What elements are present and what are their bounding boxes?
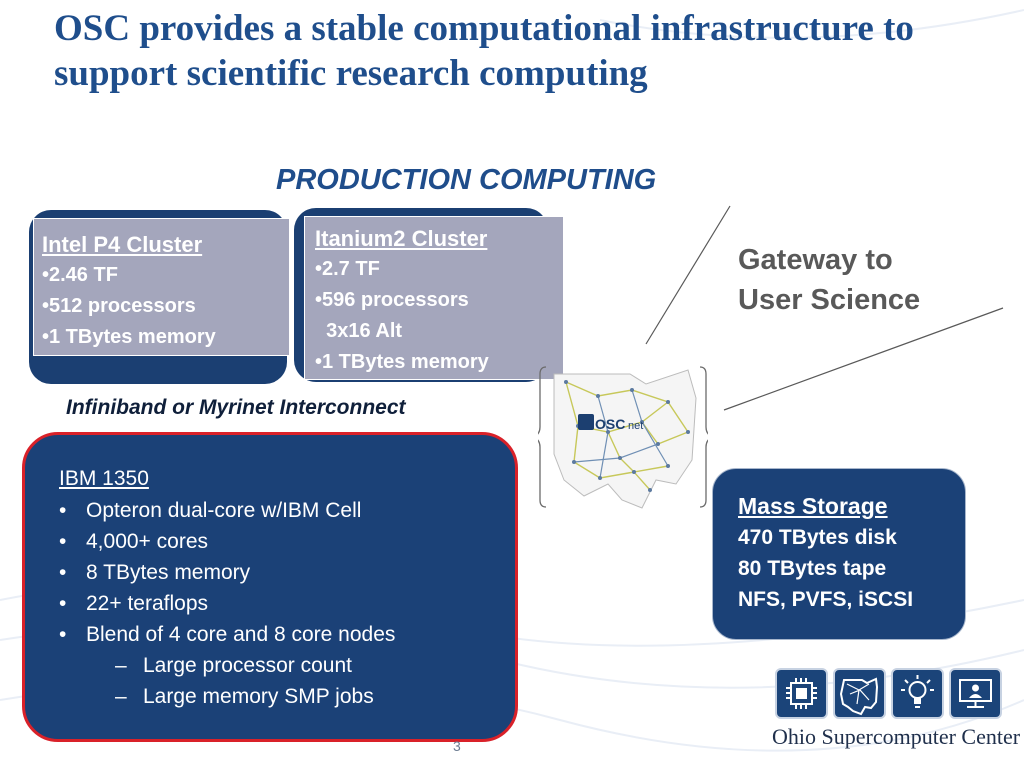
itanium-cluster-heading: Itanium2 Cluster xyxy=(315,226,488,251)
gateway-line-1: Gateway to xyxy=(738,244,893,276)
ibm-spec-subitem: –Large processor count xyxy=(115,654,352,677)
monitor-icon xyxy=(949,668,1002,719)
ohio-network-icon xyxy=(833,668,886,719)
mass-storage-heading: Mass Storage xyxy=(738,493,888,519)
ibm-spec-item: •22+ teraflops xyxy=(59,592,209,615)
gateway-line-2: User Science xyxy=(738,284,921,316)
itanium-cluster-line: •596 processors xyxy=(315,289,469,311)
osc-org-name: Ohio Supercomputer Center xyxy=(772,724,1021,749)
ibm-spec-subitem: –Large memory SMP jobs xyxy=(115,685,374,708)
ibm-cluster-panel: IBM 1350 •Opteron dual-core w/IBM Cell •… xyxy=(22,432,518,742)
ibm-spec-item: •4,000+ cores xyxy=(59,530,209,553)
mass-storage-line: 80 TBytes tape xyxy=(738,557,887,580)
ibm-cluster-heading: IBM 1350 xyxy=(59,467,149,490)
mass-storage-line: 470 TBytes disk xyxy=(738,526,897,549)
ohio-network-map: OSC net xyxy=(538,366,708,509)
ibm-spec-item: •Opteron dual-core w/IBM Cell xyxy=(59,499,362,522)
intel-cluster-line: •1 TBytes memory xyxy=(42,326,216,348)
itanium-cluster-line: •1 TBytes memory xyxy=(315,351,489,373)
ibm-spec-item: •8 TBytes memory xyxy=(59,561,251,584)
oscnet-logo-sub: net xyxy=(628,420,643,432)
oscnet-logo-mark xyxy=(578,414,594,430)
gateway-label: Gateway to User Science xyxy=(738,240,920,320)
chip-icon xyxy=(775,668,828,719)
slide-title: OSC provides a stable computational infr… xyxy=(54,8,914,94)
mass-storage-panel: Mass Storage 470 TBytes disk 80 TBytes t… xyxy=(712,468,966,640)
itanium-cluster-card: Itanium2 Cluster •2.7 TF •596 processors… xyxy=(304,216,564,380)
intel-cluster-line: •2.46 TF xyxy=(42,264,118,286)
intel-cluster-line: •512 processors xyxy=(42,295,196,317)
itanium-cluster-line: 3x16 Alt xyxy=(315,320,403,342)
interconnect-label: Infiniband or Myrinet Interconnect xyxy=(66,396,406,419)
ibm-spec-item: •Blend of 4 core and 8 core nodes xyxy=(59,623,396,646)
section-heading: PRODUCTION COMPUTING xyxy=(276,164,657,196)
oscnet-logo-main: OSC xyxy=(595,416,625,432)
itanium-cluster-line: •2.7 TF xyxy=(315,258,380,280)
lightbulb-icon xyxy=(891,668,944,719)
mass-storage-line: NFS, PVFS, iSCSI xyxy=(738,588,914,611)
page-number: 3 xyxy=(453,738,461,754)
ibm-spec-list: •Opteron dual-core w/IBM Cell •4,000+ co… xyxy=(55,495,395,712)
intel-cluster-heading: Intel P4 Cluster xyxy=(42,232,203,257)
intel-cluster-card: Intel P4 Cluster •2.46 TF •512 processor… xyxy=(33,218,290,356)
